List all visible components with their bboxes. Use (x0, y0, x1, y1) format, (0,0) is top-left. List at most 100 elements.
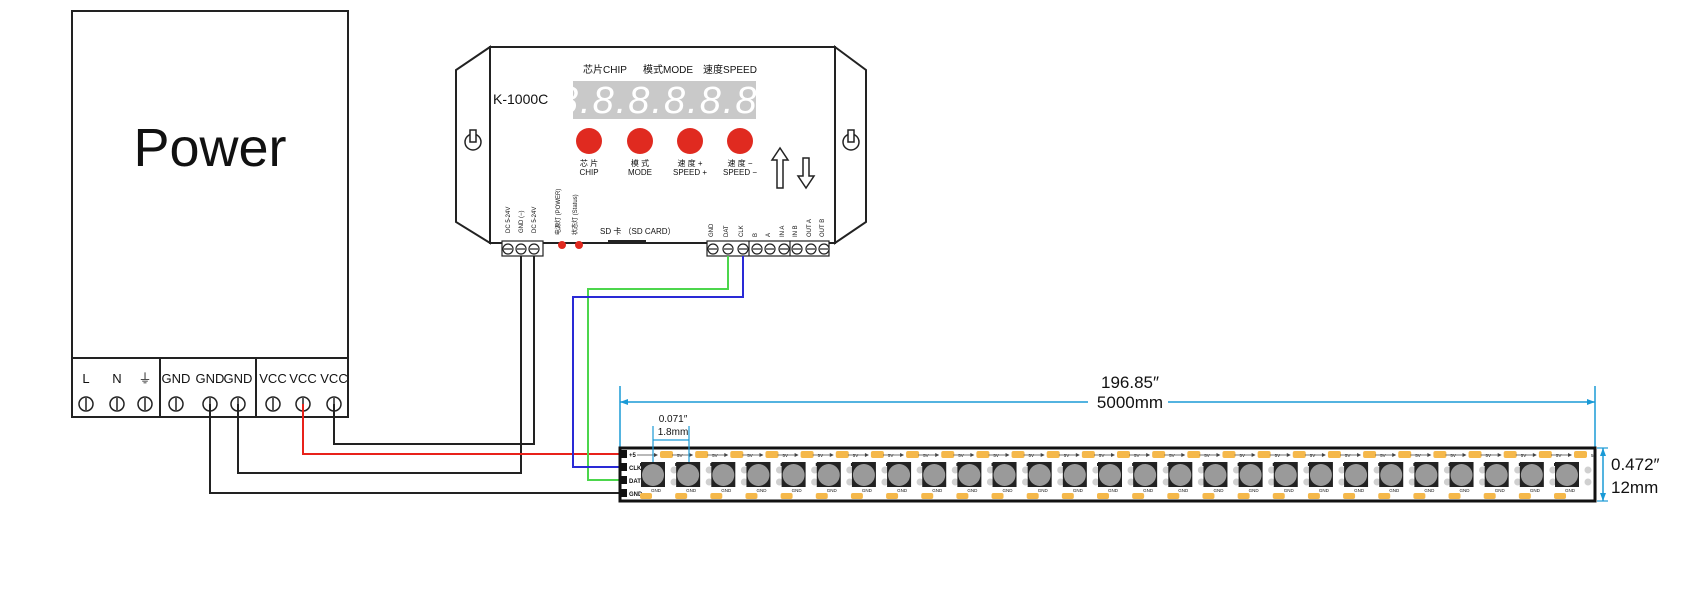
terminal-screw (778, 243, 790, 255)
pad-label-5v: 5V (1521, 453, 1527, 458)
pad-label-gnd: GND (932, 488, 943, 493)
pad-label-5v: 5V (1591, 453, 1597, 458)
indicator-label: 状态灯 (Status) (571, 194, 579, 235)
wire-blue-clock (572, 256, 744, 468)
pad-label-5v: 5V (1239, 453, 1245, 458)
led-chip: 5V GND (1480, 451, 1527, 499)
power-terminal-screw (137, 396, 153, 412)
button-label-cn: 速 度 − (727, 158, 752, 168)
strip-pin-label: +5 (629, 453, 637, 459)
button-label-en: CHIP (579, 168, 598, 177)
pad-label-5v: 5V (1064, 453, 1070, 458)
power-terminal-screw (109, 396, 125, 412)
display-heading-chip: 芯片CHIP (583, 63, 627, 76)
controller-button-mode[interactable] (627, 128, 653, 154)
pad-label-gnd: GND (862, 488, 873, 493)
pad-label-5v: 5V (958, 453, 964, 458)
button-label-cn: 芯 片 (580, 158, 598, 168)
indicator-labels: 电源灯 (POWER) 状态灯 (Status) (554, 189, 579, 235)
led-chip: 5V GND (847, 451, 894, 499)
wire-gnd-to-strip (209, 404, 628, 494)
output-label: IN B (793, 225, 799, 237)
pad-label-gnd: GND (1354, 488, 1365, 493)
led-chip: 5V GND (742, 451, 788, 499)
output-label: DAT (724, 225, 730, 237)
pad-label-5v: 5V (747, 453, 753, 458)
output-label: OUT A (807, 219, 813, 237)
pad-label-5v: 5V (1415, 453, 1421, 458)
pad-label-gnd: GND (1530, 488, 1541, 493)
strip-pin-pad (620, 450, 627, 458)
power-terminal-label: VCC (320, 371, 347, 386)
indicator-label: 电源灯 (POWER) (554, 189, 562, 235)
wire-vcc-to-controller (333, 256, 535, 445)
pad-label-5v: 5V (1169, 453, 1175, 458)
power-terminal-label: GND (196, 371, 225, 386)
status-led (575, 241, 583, 249)
controller-power-terminal (501, 240, 544, 257)
led-chip: 5V GND (637, 451, 683, 499)
pad-label-gnd: GND (1213, 488, 1224, 493)
output-label: B (753, 233, 759, 237)
pad-label-5v: 5V (818, 453, 824, 458)
pad-label-5v: 5V (782, 453, 788, 458)
controller-button-speed[interactable] (677, 128, 703, 154)
pad-label-gnd: GND (1389, 488, 1400, 493)
pad-label-gnd: GND (1284, 488, 1295, 493)
terminal-screw (528, 243, 540, 255)
power-input-label: GND (−) (519, 210, 525, 233)
button-label-cn: 模 式 (631, 158, 649, 168)
led-chip: 5V GND (1375, 451, 1421, 499)
up-arrow-icon (770, 146, 790, 189)
strip-pin-pad (620, 476, 627, 484)
power-input-label: DC 5-24V (506, 207, 512, 233)
power-terminal-screw (265, 396, 281, 412)
output-label: GND (709, 223, 715, 237)
pad-label-gnd: GND (897, 488, 908, 493)
power-input-label: DC 5-24V (532, 207, 538, 233)
output-label: CLK (739, 225, 745, 237)
pad-label-gnd: GND (721, 488, 732, 493)
pad-label-5v: 5V (923, 453, 929, 458)
display-heading-speed: 速度SPEED (703, 63, 757, 76)
power-supply-body (71, 10, 349, 418)
controller: K-1000C 芯片CHIP 模式MODE 速度SPEED 8.8.8.8.8.… (455, 45, 867, 257)
power-terminal-label: N (112, 371, 121, 386)
button-label-en: MODE (628, 168, 652, 177)
width-mm: 12mm (1611, 478, 1658, 497)
pad-label-5v: 5V (1134, 453, 1140, 458)
led-chip: 5V GND (883, 451, 929, 499)
wire-gnd-to-controller (237, 256, 522, 474)
length-mm: 5000mm (1097, 393, 1163, 412)
led-chip: 5V GND (918, 451, 964, 499)
pad-label-gnd: GND (756, 488, 767, 493)
power-terminal-screw (168, 396, 184, 412)
pad-label-gnd: GND (651, 488, 662, 493)
pad-label-5v: 5V (677, 453, 683, 458)
pitch-mm: 1.8mm (658, 427, 689, 438)
strip-pin-label: CLK (629, 466, 642, 472)
led-chip: 5V GND (1199, 451, 1245, 499)
controller-button-chip[interactable] (576, 128, 602, 154)
display-value: 8.8.8.8.8.8. (557, 80, 771, 122)
strip-pin-label: DAT (629, 479, 641, 485)
pad-label-5v: 5V (1029, 453, 1035, 458)
controller-button-speed[interactable] (727, 128, 753, 154)
pad-label-5v: 5V (1380, 453, 1386, 458)
button-label-en: SPEED − (723, 168, 757, 177)
strip-pin-label: GND (629, 492, 643, 498)
terminal-screw (737, 243, 749, 255)
pad-label-gnd: GND (1178, 488, 1189, 493)
pad-label-5v: 5V (1345, 453, 1351, 458)
pad-label-5v: 5V (888, 453, 894, 458)
pad-label-gnd: GND (1495, 488, 1506, 493)
power-terminal-label: GND (162, 371, 191, 386)
left-mount-ear (455, 45, 491, 245)
